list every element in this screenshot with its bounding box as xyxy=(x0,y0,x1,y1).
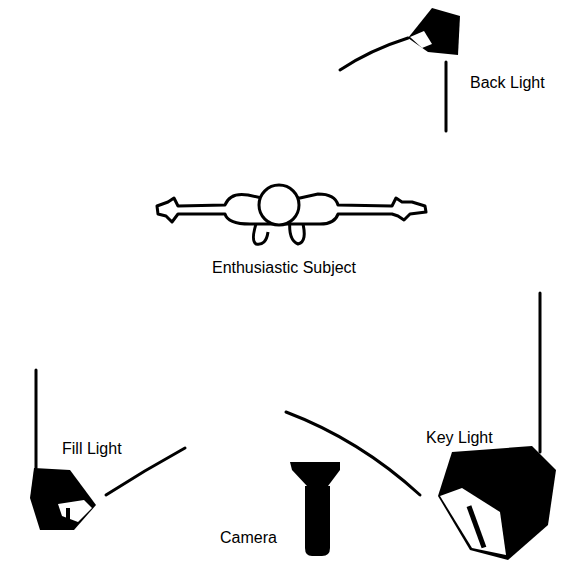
subject-figure xyxy=(157,185,426,244)
stands-and-cords xyxy=(36,38,540,495)
light-label: Back Light xyxy=(470,73,545,92)
camera-label: Camera xyxy=(220,528,277,547)
camera-symbol xyxy=(290,462,340,556)
light-label: Key Light xyxy=(426,428,493,447)
back-light-lamp xyxy=(408,8,460,55)
fill-light-lamp xyxy=(30,468,96,530)
key-light-lamp xyxy=(438,446,556,560)
subject-label: Enthusiastic Subject xyxy=(212,258,356,277)
light-label: Fill Light xyxy=(62,439,122,458)
